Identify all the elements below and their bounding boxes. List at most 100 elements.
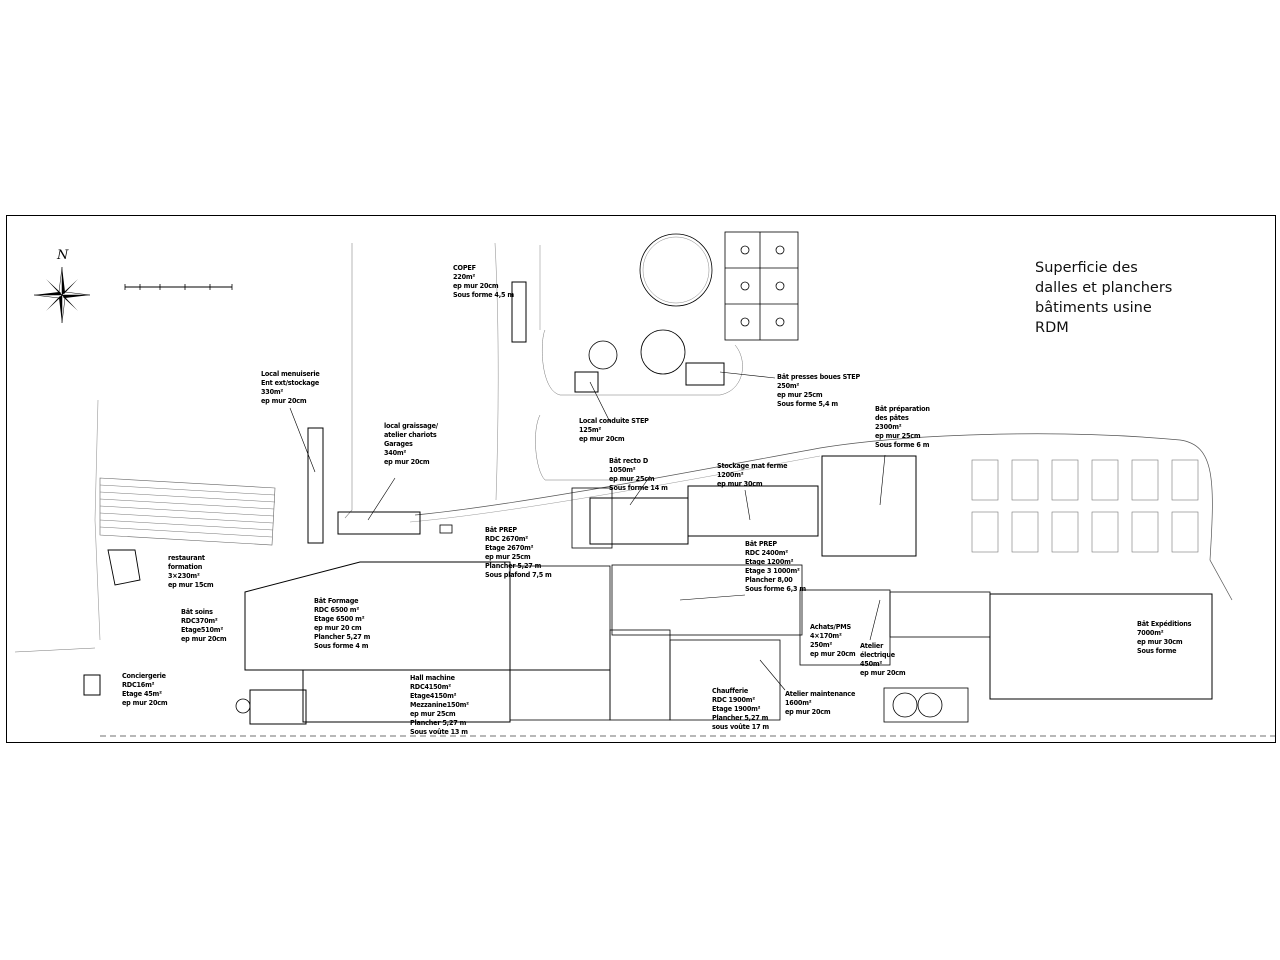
label-line: Bât recto D — [609, 456, 648, 465]
label-line: ep mur 25cm — [875, 431, 921, 440]
label-line: Sous forme 6,3 m — [745, 584, 806, 593]
label-line: Sous voûte 13 m — [410, 727, 468, 736]
label-line: ep mur 20cm — [261, 396, 307, 405]
label-line: Etage 3 1000m² — [745, 566, 800, 575]
label-line: RDC370m² — [181, 616, 218, 625]
title-line: Superficie des — [1035, 260, 1138, 276]
label-line: 7000m² — [1137, 628, 1164, 637]
title-line: dalles et planchers — [1035, 280, 1173, 296]
label-line: 1050m² — [609, 465, 636, 474]
label-line: Ent ext/stockage — [261, 378, 320, 387]
label-line: 3×230m² — [168, 571, 200, 580]
label-line: Stockage mat ferme — [717, 461, 788, 470]
label-line: Chaufferie — [712, 686, 749, 695]
label-line: local graissage/ — [384, 421, 438, 430]
label-line: Etage4150m² — [410, 691, 457, 700]
label-line: ep mur 20cm — [579, 434, 625, 443]
label-line: Plancher 5,27 m — [712, 713, 769, 722]
label-line: COPEF — [453, 263, 476, 272]
label-line: des pâtes — [875, 413, 909, 422]
label-line: 250m² — [777, 381, 800, 390]
label-line: RDC16m² — [122, 680, 155, 689]
label-line: RDC 1900m² — [712, 695, 755, 704]
label-line: 1600m² — [785, 698, 812, 707]
label-line: Sous plafond 7,5 m — [485, 570, 552, 579]
label-line: RDC 2670m² — [485, 534, 528, 543]
label-line: ep mur 25cm — [609, 474, 655, 483]
title-line: RDM — [1035, 320, 1069, 336]
label-line: atelier chariots — [384, 430, 437, 439]
label-line: 125m² — [579, 425, 602, 434]
label-line: ep mur 20cm — [453, 281, 499, 290]
label-line: ep mur 20cm — [384, 457, 430, 466]
label-line: Bât presses boues STEP — [777, 372, 861, 381]
label-line: Atelier maintenance — [785, 689, 856, 698]
label-line: ep mur 20 cm — [314, 623, 362, 632]
label-line: Plancher 5,27 m — [485, 561, 542, 570]
label-line: Etage 1200m² — [745, 557, 794, 566]
label-line: RDC4150m² — [410, 682, 451, 691]
label-line: 450m² — [860, 659, 883, 668]
label-line: 1200m² — [717, 470, 744, 479]
label-line: Etage510m² — [181, 625, 223, 634]
label-line: sous voûte 17 m — [712, 722, 769, 731]
label-line: 250m² — [810, 640, 833, 649]
label-line: Bât PREP — [745, 539, 777, 548]
label-line: Mezzanine150m² — [410, 700, 469, 709]
label-line: ep mur 15cm — [168, 580, 214, 589]
label-line: Atelier — [860, 641, 884, 650]
label-line: Etage 45m² — [122, 689, 162, 698]
drawing-frame — [6, 215, 1276, 743]
label-line: Plancher 5,27 m — [410, 718, 467, 727]
label-line: Local menuiserie — [261, 369, 320, 378]
label-line: 220m² — [453, 272, 476, 281]
label-line: ep mur 30cm — [717, 479, 763, 488]
label-line: Etage 6500 m² — [314, 614, 365, 623]
drawing-title: Superficie des dalles et planchers bâtim… — [1035, 258, 1255, 338]
label-line: Etage 2670m² — [485, 543, 534, 552]
label-line: Etage 1900m² — [712, 704, 761, 713]
label-line: ep mur 25cm — [777, 390, 823, 399]
label-line: ep mur 20cm — [181, 634, 227, 643]
compass-rose-icon — [33, 266, 91, 324]
label-line: Sous forme 4 m — [314, 641, 369, 650]
label-line: ep mur 20cm — [122, 698, 168, 707]
label-line: 2300m² — [875, 422, 902, 431]
label-line: Bât PREP — [485, 525, 517, 534]
label-line: électrique — [860, 650, 895, 659]
label-line: Local conduite STEP — [579, 416, 649, 425]
label-line: Achats/PMS — [810, 622, 851, 631]
label-line: Sous forme — [1137, 646, 1177, 655]
north-label: N — [57, 248, 69, 263]
label-line: Sous forme 5,4 m — [777, 399, 838, 408]
title-line: bâtiments usine — [1035, 300, 1152, 316]
label-line: Bât Expéditions — [1137, 619, 1192, 628]
label-line: Plancher 5,27 m — [314, 632, 371, 641]
label-line: formation — [168, 562, 203, 571]
label-line: ep mur 25cm — [410, 709, 456, 718]
label-line: RDC 2400m² — [745, 548, 788, 557]
label-line: Bât Formage — [314, 596, 359, 605]
label-line: Plancher 8,00 — [745, 575, 793, 584]
label-line: ep mur 20cm — [860, 668, 906, 677]
label-line: Bât préparation — [875, 404, 930, 413]
